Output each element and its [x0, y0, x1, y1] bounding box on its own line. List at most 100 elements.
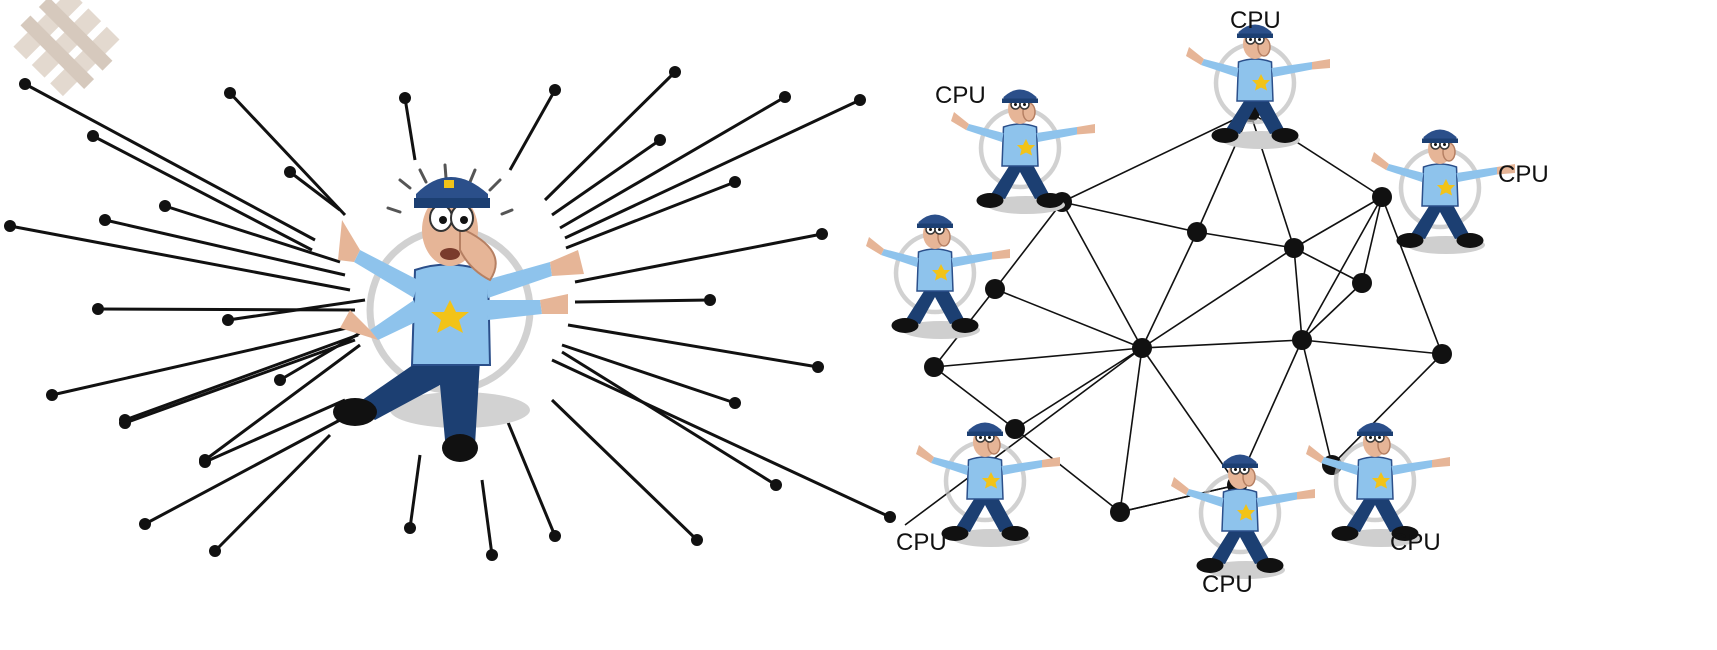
cpu-label-lower-right: CPU	[1390, 529, 1441, 556]
spoke-node	[729, 397, 741, 409]
spoke-line	[204, 398, 346, 464]
logo-watermark-icon	[13, 0, 120, 97]
network-edge	[1061, 111, 1251, 203]
cpu-label-upper-left: CPU	[935, 82, 986, 109]
cpu-agent-left-icon	[866, 215, 1010, 340]
network-edge	[1331, 353, 1443, 466]
network-edges	[904, 111, 1443, 526]
spoke-line	[289, 170, 341, 212]
overwhelmed-police-officer-icon	[333, 163, 584, 462]
network-edge	[933, 347, 1143, 368]
spoke-line	[204, 343, 361, 462]
network-edge	[1293, 196, 1383, 249]
spoke-node	[779, 91, 791, 103]
spoke-node	[92, 303, 104, 315]
spoke-node	[729, 176, 741, 188]
spoke-node	[884, 511, 896, 523]
spoke-node	[816, 228, 828, 240]
cpu-label-bottom: CPU	[1202, 571, 1253, 598]
spoke-node	[119, 414, 131, 426]
network-edge	[1361, 196, 1383, 284]
spoke-line	[551, 138, 661, 217]
network-edge	[904, 347, 1143, 526]
network-node	[1352, 273, 1372, 293]
spoke-node	[549, 530, 561, 542]
spoke-line	[551, 358, 891, 519]
spoke-node	[549, 84, 561, 96]
network-node	[1372, 187, 1392, 207]
network-edge	[1196, 231, 1295, 249]
spoke-line	[97, 307, 356, 312]
spoke-node	[4, 220, 16, 232]
spoke-node	[209, 545, 221, 557]
spoke-node	[224, 87, 236, 99]
network-edge	[1381, 196, 1443, 355]
spoke-node	[812, 361, 824, 373]
network-edge	[1014, 347, 1143, 430]
spoke-node	[284, 166, 296, 178]
network-edge	[1301, 339, 1333, 466]
spoke-node	[404, 522, 416, 534]
spoke-lines	[9, 70, 891, 556]
spoke-line	[480, 479, 494, 556]
network-edge	[1141, 347, 1238, 486]
spoke-node	[99, 214, 111, 226]
cpu-label-top: CPU	[1230, 7, 1281, 34]
spoke-node	[854, 94, 866, 106]
centralized-hub-diagram	[4, 66, 896, 561]
network-edge	[1141, 339, 1303, 349]
network-edge	[1061, 201, 1198, 233]
spoke-nodes	[4, 66, 896, 561]
spoke-node	[46, 389, 58, 401]
spoke-node	[654, 134, 666, 146]
network-edge	[1301, 196, 1383, 341]
spoke-node	[159, 200, 171, 212]
spoke-node	[139, 518, 151, 530]
spoke-line	[550, 398, 699, 542]
spoke-line	[92, 134, 313, 252]
network-edge	[1196, 111, 1251, 233]
network-edge	[994, 201, 1063, 290]
spoke-line	[124, 333, 359, 422]
spoke-line	[227, 298, 366, 322]
spoke-line	[403, 97, 417, 161]
network-edge	[1301, 282, 1363, 341]
network-edge	[994, 288, 1143, 349]
spoke-node	[399, 92, 411, 104]
spoke-line	[564, 98, 861, 240]
cpu-label-right: CPU	[1498, 161, 1549, 188]
spoke-line	[508, 89, 557, 171]
network-edge	[1061, 201, 1143, 349]
network-edge	[933, 366, 1016, 430]
spoke-line	[503, 414, 557, 537]
spoke-node	[87, 130, 99, 142]
network-node	[1432, 344, 1452, 364]
network-node	[1187, 222, 1207, 242]
spoke-line	[565, 180, 736, 250]
spoke-line	[543, 70, 677, 202]
spoke-line	[164, 204, 341, 264]
cpu-label-lower-left: CPU	[896, 529, 947, 556]
network-edge	[1141, 247, 1295, 349]
spoke-line	[567, 323, 819, 369]
network-node	[1005, 419, 1025, 439]
network-edge	[1293, 247, 1363, 284]
spoke-node	[486, 549, 498, 561]
spoke-node	[199, 454, 211, 466]
network-edge	[1301, 339, 1443, 355]
spoke-node	[691, 534, 703, 546]
spoke-line	[574, 298, 711, 304]
spoke-line	[104, 218, 346, 277]
network-edge	[1293, 247, 1303, 341]
network-edge	[1119, 484, 1238, 513]
network-node	[924, 357, 944, 377]
spoke-node	[770, 479, 782, 491]
cpu-agent-right-icon	[1371, 130, 1515, 255]
network-node	[1284, 238, 1304, 258]
network-edge	[1119, 347, 1143, 513]
spoke-node	[222, 314, 234, 326]
cpu-agent-bottom-icon	[1171, 455, 1315, 580]
spoke-line	[213, 433, 332, 553]
spoke-node	[274, 374, 286, 386]
